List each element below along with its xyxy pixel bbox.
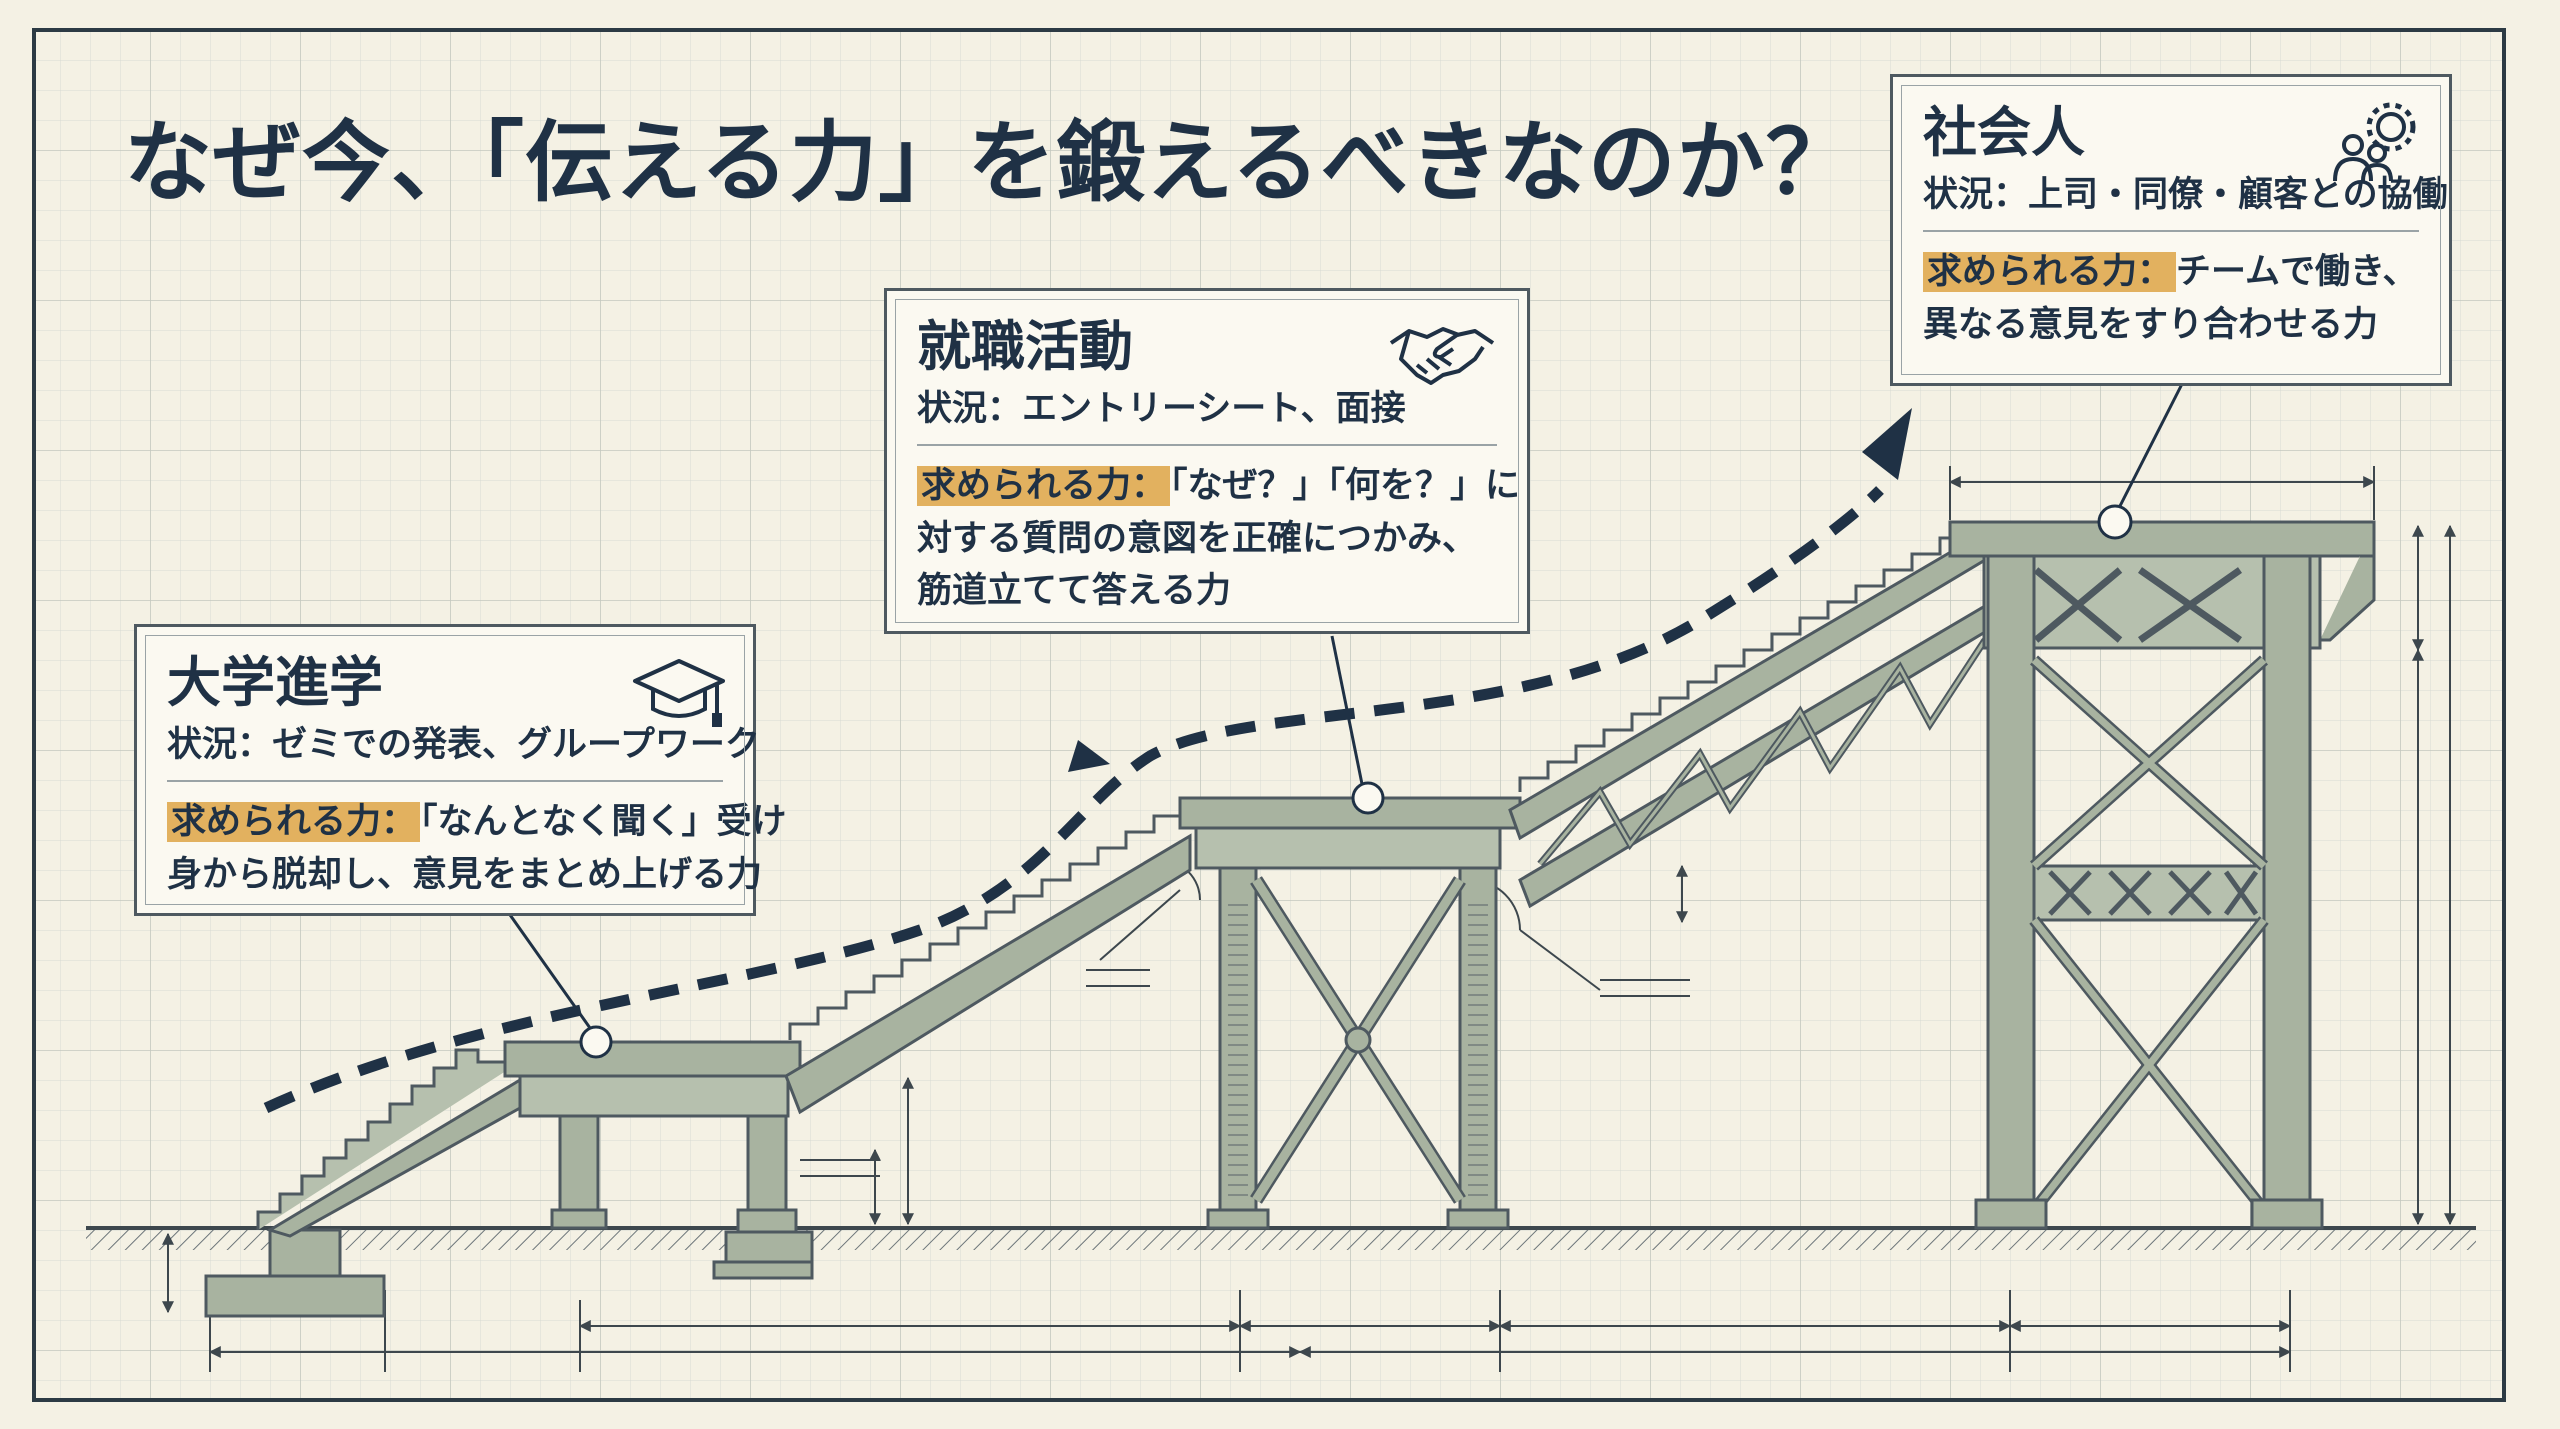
required-skill-label: 求められる力： (167, 802, 421, 843)
required-skill-line-1: チームで働き、 (2176, 252, 2418, 293)
required-skill-line-1: 「なんとなく聞く」受け (420, 802, 787, 843)
stage2-structure (784, 781, 1522, 1230)
required-skill-line-1: 「なぜ？」「何を？」に (1170, 466, 1521, 507)
required-skill-line-2: 身から脱却し、意見をまとめ上げる力 (167, 854, 763, 895)
stage-required-skill: 求められる力：「なぜ？」「何を？」に対する質問の意図を正確につかみ、筋道立てて答… (917, 460, 1520, 618)
stage-card-job-hunting: 就職活動 状況：エントリーシート、面接 求められる力：「なぜ？」「何を？」に対す… (884, 288, 1530, 634)
stage3-structure (1508, 504, 2376, 1230)
required-skill-label: 求められる力： (917, 466, 1171, 507)
stage-name: 社会人 (1923, 101, 2085, 164)
stage-name: 就職活動 (917, 315, 1133, 378)
team-gear-icon (2333, 102, 2416, 182)
stage2-stairs (788, 814, 1182, 1040)
stage-situation: 状況：ゼミでの発表、グループワーク (167, 724, 760, 783)
graduation-cap-icon (633, 659, 725, 727)
stage-card-university: 大学進学 状況：ゼミでの発表、グループワーク 求められる力：「なんとなく聞く」受… (134, 624, 786, 916)
frame-border (32, 28, 2506, 1402)
stage-required-skill: 求められる力：チームで働き、異なる意見をすり合わせる力 (1923, 246, 2419, 351)
stage-situation: 状況：上司・同僚・顧客との協働 (1923, 174, 2448, 233)
stage1-stairs (256, 1048, 520, 1230)
stage-card-working-adult: 社会人 状況：上司・同僚・顧客との協働 求められる力：チームで働き、異なる意見を… (1890, 74, 2452, 386)
page-title: なぜ今、「伝える力」を鍛えるべきなのか？ (124, 111, 1855, 214)
stage1-structure (204, 1025, 814, 1318)
required-skill-line-2: 対する質問の意図を正確につかみ、 (917, 518, 1478, 559)
required-skill-line-2: 異なる意見をすり合わせる力 (1923, 304, 2379, 345)
stage3-stairs (1518, 520, 1990, 792)
stage-situation: 状況：エントリーシート、面接 (917, 388, 1497, 447)
stage-name: 大学進学 (167, 651, 383, 714)
growth-arrow (263, 408, 1912, 1114)
ground (86, 1226, 2476, 1250)
required-skill-label: 求められる力： (1923, 252, 2177, 293)
required-skill-line-3: 筋道立てて答える力 (917, 571, 1231, 612)
dimension-lines (162, 466, 2456, 1372)
stage-required-skill: 求められる力：「なんとなく聞く」受け身から脱却し、意見をまとめ上げる力 (167, 796, 786, 901)
handshake-icon (1389, 327, 1495, 385)
